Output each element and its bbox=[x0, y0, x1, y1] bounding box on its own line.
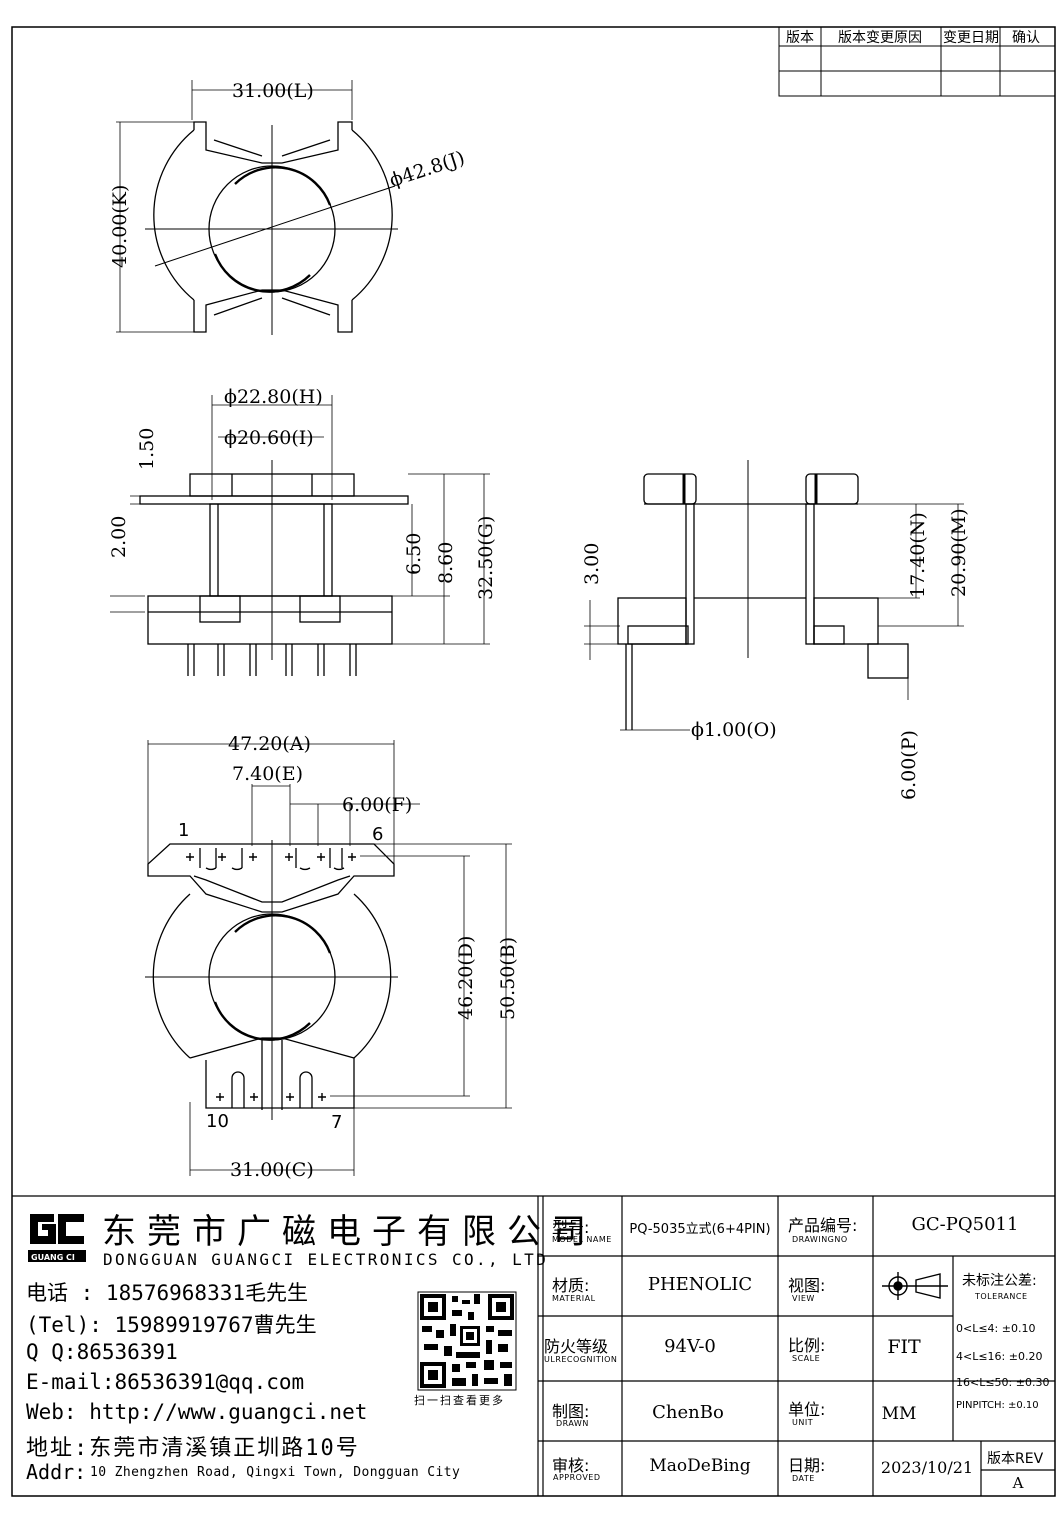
label-revision: 版本REV bbox=[987, 1451, 1044, 1467]
label-fire-cn: 防火等级 bbox=[544, 1337, 609, 1356]
dim-bottom-a: 47.20(A) bbox=[228, 733, 311, 755]
rev-header-version: 版本 bbox=[786, 30, 814, 46]
contact-address-en-label: Addr: bbox=[26, 1460, 87, 1484]
pin-label-6: 6 bbox=[372, 824, 383, 845]
dim-bottom-b: 50.50(B) bbox=[497, 937, 519, 1020]
revision-table bbox=[778, 26, 1056, 97]
dim-front-1-50: 1.50 bbox=[136, 428, 158, 470]
dim-top-width: 31.00(L) bbox=[232, 80, 314, 102]
contact-phone-1: 电话 : 18576968331毛先生 bbox=[26, 1281, 309, 1305]
value-revision: A bbox=[1012, 1474, 1024, 1492]
value-fire: 94V-0 bbox=[664, 1336, 716, 1357]
dim-side-m: 20.90(M) bbox=[948, 508, 970, 597]
label-tolerance-en: TOLERANCE bbox=[975, 1292, 1028, 1301]
label-date-en: DATE bbox=[792, 1474, 815, 1483]
label-drawn-en: DRAWN bbox=[556, 1419, 589, 1428]
dim-front-g: 32.50(G) bbox=[475, 516, 497, 600]
label-fire-en: ULRECOGNITION bbox=[544, 1355, 618, 1364]
value-unit: MM bbox=[881, 1404, 917, 1424]
pin-label-7: 7 bbox=[331, 1112, 342, 1133]
label-scale-en: SCALE bbox=[792, 1354, 821, 1363]
label-unit-cn: 单位: bbox=[788, 1400, 826, 1419]
dim-side-p: 6.00(P) bbox=[898, 730, 920, 800]
qr-caption: 扫一扫查看更多 bbox=[414, 1394, 505, 1407]
pin-label-10: 10 bbox=[206, 1111, 229, 1132]
dim-front-8-60: 8.60 bbox=[435, 542, 457, 584]
value-material: PHENOLIC bbox=[647, 1274, 753, 1295]
label-drawingno-cn: 产品编号: bbox=[788, 1216, 858, 1235]
contact-qq: Q Q:86536391 bbox=[26, 1340, 178, 1364]
rev-header-date: 变更日期 bbox=[943, 30, 999, 46]
value-drawn: ChenBo bbox=[652, 1402, 724, 1423]
dim-side-3-00: 3.00 bbox=[581, 543, 603, 585]
contact-email: E-mail:86536391@qq.com bbox=[26, 1370, 305, 1394]
contact-phone-2: (Tel): 15989919767曹先生 bbox=[26, 1313, 317, 1337]
company-name-en: DONGGUAN GUANGCI ELECTRONICS CO., LTD bbox=[103, 1250, 549, 1269]
dim-bottom-e: 7.40(E) bbox=[232, 763, 303, 785]
front-view bbox=[110, 395, 490, 676]
dim-side-n: 17.40(N) bbox=[907, 512, 929, 598]
label-model-en: MODEL NAME bbox=[552, 1235, 612, 1244]
value-approved: MaoDeBing bbox=[649, 1456, 751, 1476]
tolerance-line-3: 16<L≤50: ±0.30 bbox=[956, 1376, 1050, 1389]
bottom-view-pins bbox=[186, 853, 356, 1101]
label-date-cn: 日期: bbox=[788, 1456, 826, 1475]
value-drawingno: GC-PQ5011 bbox=[911, 1214, 1019, 1235]
dim-front-2-00: 2.00 bbox=[108, 516, 130, 558]
tolerance-line-2: 4<L≤16: ±0.20 bbox=[956, 1350, 1043, 1363]
label-material-cn: 材质: bbox=[552, 1276, 590, 1295]
label-unit-en: UNIT bbox=[792, 1418, 814, 1427]
company-name-cn: 东莞市广磁电子有限公司 bbox=[102, 1212, 597, 1252]
contact-address-en: 10 Zhengzhen Road, Qingxi Town, Dongguan… bbox=[90, 1465, 461, 1480]
label-material-en: MATERIAL bbox=[552, 1294, 596, 1303]
rev-header-reason: 版本变更原因 bbox=[838, 30, 922, 46]
dim-bottom-d: 46.20(D) bbox=[455, 936, 477, 1020]
dim-bottom-c: 31.00(C) bbox=[230, 1159, 314, 1181]
label-view-en: VIEW bbox=[792, 1294, 815, 1303]
dim-front-d-i: ϕ20.60(I) bbox=[224, 427, 314, 449]
dim-top-diameter: ϕ42.8(J) bbox=[387, 147, 468, 192]
dim-front-d-h: ϕ22.80(H) bbox=[224, 386, 323, 408]
contact-address-cn: 地址:东莞市清溪镇正圳路10号 bbox=[26, 1436, 360, 1461]
qr-code bbox=[417, 1291, 517, 1391]
title-block-grid bbox=[12, 1195, 1055, 1496]
bottom-view bbox=[145, 740, 512, 1176]
tolerance-line-1: 0<L≤4: ±0.10 bbox=[956, 1322, 1036, 1335]
side-view bbox=[584, 460, 964, 731]
top-view bbox=[116, 80, 398, 335]
label-drawingno-en: DRAWINGNO bbox=[792, 1235, 848, 1244]
value-scale: FIT bbox=[887, 1336, 921, 1358]
label-scale-cn: 比例: bbox=[788, 1336, 826, 1355]
tolerance-line-4: PINPITCH: ±0.10 bbox=[956, 1400, 1039, 1411]
logo-text: GUANG CI bbox=[31, 1253, 75, 1262]
dim-front-6-50: 6.50 bbox=[403, 533, 425, 575]
label-model-cn: 型号: bbox=[552, 1218, 590, 1237]
value-date: 2023/10/21 bbox=[880, 1458, 974, 1477]
pin-label-1: 1 bbox=[178, 820, 189, 841]
dim-top-height: 40.00(K) bbox=[109, 185, 131, 268]
label-approved-cn: 审核: bbox=[552, 1456, 590, 1475]
company-logo: GUANG CI bbox=[28, 1214, 86, 1262]
label-view-cn: 视图: bbox=[788, 1276, 826, 1295]
dim-bottom-f: 6.00(F) bbox=[342, 794, 412, 816]
label-approved-en: APPROVED bbox=[553, 1473, 601, 1482]
rev-header-confirm: 确认 bbox=[1012, 30, 1040, 46]
contact-web: Web: http://www.guangci.net bbox=[26, 1400, 368, 1424]
label-tolerance-cn: 未标注公差: bbox=[962, 1273, 1037, 1289]
label-drawn-cn: 制图: bbox=[552, 1402, 590, 1421]
projection-symbol-icon bbox=[882, 1272, 948, 1300]
value-model: PQ-5035立式(6+4PIN) bbox=[629, 1222, 771, 1237]
sheet-border bbox=[11, 26, 1056, 1497]
dim-side-o: ϕ1.00(O) bbox=[691, 719, 777, 741]
